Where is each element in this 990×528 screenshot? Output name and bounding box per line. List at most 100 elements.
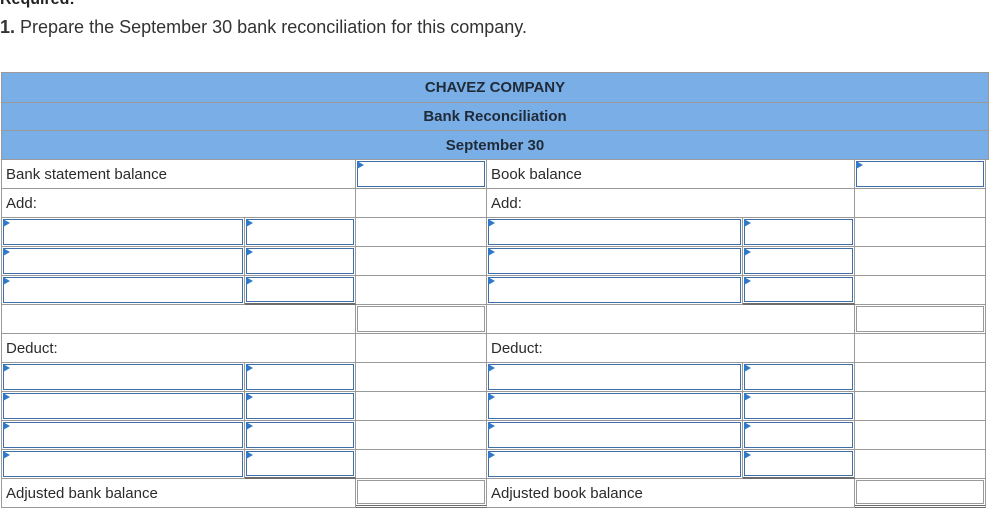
dropdown-marker-icon (488, 393, 495, 401)
book-deduct-amount-cell-1 (743, 363, 855, 392)
dropdown-marker-icon (488, 248, 495, 256)
bank-deduct-amount-input-2[interactable] (246, 393, 354, 419)
dropdown-marker-icon (246, 219, 253, 227)
book-deduct-amount-cell-2 (743, 392, 855, 421)
statement-title: Bank Reconciliation (2, 103, 989, 131)
book-add-description-input-3[interactable] (488, 277, 741, 303)
dropdown-marker-icon (744, 451, 751, 459)
bank-add-description-input-3[interactable] (3, 277, 243, 303)
dropdown-marker-icon (488, 422, 495, 430)
bank-deduct-description-input-2[interactable] (3, 393, 243, 419)
bank-deduct-description-cell-3 (2, 421, 245, 450)
dropdown-marker-icon (744, 422, 751, 430)
book-add-description-input-1[interactable] (488, 219, 741, 245)
empty-cell (356, 450, 487, 479)
book-deduct-description-input-1[interactable] (488, 364, 741, 390)
adjusted-book-balance-cell (855, 479, 986, 508)
bank-add-description-input-2[interactable] (3, 248, 243, 274)
bank-add-description-input-1[interactable] (3, 219, 243, 245)
statement-date: September 30 (2, 131, 989, 160)
empty-cell (855, 276, 986, 305)
dropdown-marker-icon (3, 364, 10, 372)
dropdown-marker-icon (856, 161, 863, 169)
dropdown-marker-icon (744, 248, 751, 256)
empty-cell (487, 305, 855, 334)
bank-add-amount-cell-1 (245, 218, 356, 247)
empty-cell (356, 363, 487, 392)
empty-cell (356, 392, 487, 421)
bank-add-amount-input-3[interactable] (246, 277, 354, 302)
bank-deduct-description-input-1[interactable] (3, 364, 243, 390)
bank-add-label: Add: (2, 189, 356, 218)
empty-cell (356, 334, 487, 363)
book-balance-input[interactable] (856, 161, 984, 187)
book-add-amount-input-1[interactable] (744, 219, 853, 245)
book-deduct-amount-input-1[interactable] (744, 364, 853, 390)
adjusted-book-balance-label: Adjusted book balance (487, 479, 855, 508)
reconciliation-grid: Bank statement balance Book balance Add:… (2, 160, 989, 508)
book-add-amount-input-2[interactable] (744, 248, 853, 274)
bank-add-amount-input-2[interactable] (246, 248, 354, 274)
bank-deduct-description-input-4[interactable] (3, 451, 243, 477)
bank-add-description-cell-3 (2, 276, 245, 305)
adjusted-bank-balance-label: Adjusted bank balance (2, 479, 356, 508)
bank-deduct-description-input-3[interactable] (3, 422, 243, 448)
adjusted-bank-balance-cell (356, 479, 487, 508)
bank-subtotal-cell (356, 305, 487, 334)
dropdown-marker-icon (246, 422, 253, 430)
empty-cell (2, 305, 356, 334)
book-deduct-amount-input-3[interactable] (744, 422, 853, 448)
dropdown-marker-icon (3, 248, 10, 256)
book-deduct-amount-input-2[interactable] (744, 393, 853, 419)
empty-cell (356, 189, 487, 218)
bank-add-amount-input-1[interactable] (246, 219, 354, 245)
dropdown-marker-icon (246, 393, 253, 401)
bank-subtotal-input[interactable] (357, 306, 485, 332)
dropdown-marker-icon (3, 422, 10, 430)
book-deduct-description-input-4[interactable] (488, 451, 741, 477)
bank-deduct-amount-cell-2 (245, 392, 356, 421)
bank-deduct-amount-cell-3 (245, 421, 356, 450)
book-deduct-amount-cell-4 (743, 450, 855, 479)
dropdown-marker-icon (246, 364, 253, 372)
bank-deduct-amount-input-4[interactable] (246, 451, 354, 476)
dropdown-marker-icon (357, 161, 364, 169)
book-subtotal-input[interactable] (856, 306, 984, 332)
bank-deduct-amount-cell-4 (245, 450, 356, 479)
book-add-description-input-2[interactable] (488, 248, 741, 274)
bank-deduct-amount-cell-1 (245, 363, 356, 392)
book-balance-cell (855, 160, 986, 189)
dropdown-marker-icon (3, 451, 10, 459)
book-deduct-description-cell-3 (487, 421, 743, 450)
book-add-amount-input-3[interactable] (744, 277, 853, 302)
book-deduct-description-input-3[interactable] (488, 422, 741, 448)
dropdown-marker-icon (246, 451, 253, 459)
book-deduct-description-cell-1 (487, 363, 743, 392)
empty-cell (356, 247, 487, 276)
empty-cell (855, 392, 986, 421)
bank-balance-cell (356, 160, 487, 189)
book-add-amount-cell-2 (743, 247, 855, 276)
book-deduct-amount-input-4[interactable] (744, 451, 853, 476)
adjusted-book-balance-input[interactable] (856, 480, 984, 504)
book-deduct-description-input-2[interactable] (488, 393, 741, 419)
empty-cell (356, 276, 487, 305)
bank-statement-balance-input[interactable] (357, 161, 485, 187)
book-add-amount-cell-1 (743, 218, 855, 247)
book-balance-label: Book balance (487, 160, 855, 189)
dropdown-marker-icon (744, 364, 751, 372)
task-text: Prepare the September 30 bank reconcilia… (20, 17, 527, 37)
dropdown-marker-icon (744, 393, 751, 401)
dropdown-marker-icon (488, 451, 495, 459)
task-instruction: 1. Prepare the September 30 bank reconci… (0, 16, 527, 38)
book-deduct-label: Deduct: (487, 334, 855, 363)
book-add-description-cell-2 (487, 247, 743, 276)
bank-deduct-amount-input-1[interactable] (246, 364, 354, 390)
adjusted-bank-balance-input[interactable] (357, 480, 485, 504)
dropdown-marker-icon (3, 219, 10, 227)
book-add-amount-cell-3 (743, 276, 855, 305)
empty-cell (356, 421, 487, 450)
bank-add-amount-cell-2 (245, 247, 356, 276)
bank-deduct-amount-input-3[interactable] (246, 422, 354, 448)
